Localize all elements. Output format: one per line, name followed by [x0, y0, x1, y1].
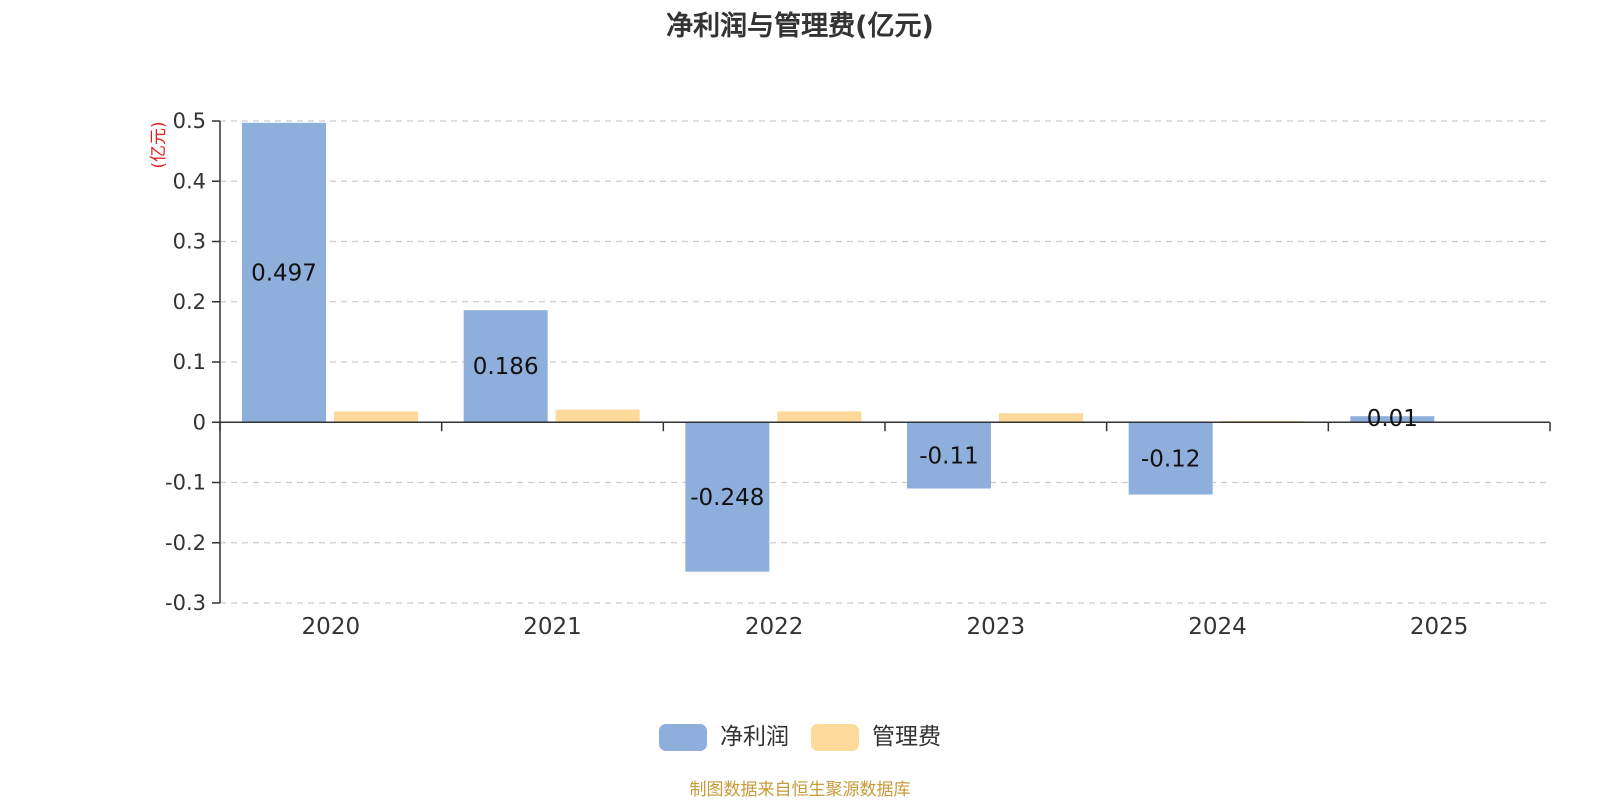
- x-tick-label: 2022: [745, 614, 804, 640]
- data-label: 0.186: [473, 354, 539, 380]
- y-tick-label: 0.1: [173, 350, 206, 374]
- y-tick-label: 0: [193, 410, 206, 434]
- data-label: -0.12: [1141, 446, 1201, 472]
- y-tick-label: -0.3: [165, 591, 206, 615]
- axes: 0.5 0.4 0.3 0.2 0.1 0 -0.1 -0.2 -0.3 2020 2021 2022…: [165, 109, 1551, 640]
- data-label: 0.497: [251, 261, 317, 287]
- y-tick-label: 0.5: [173, 109, 206, 133]
- data-label: -0.11: [919, 443, 979, 469]
- chart-title: 净利润与管理费(亿元): [666, 11, 934, 42]
- bar-0-2020: [242, 122, 326, 423]
- x-tick-label: 2023: [967, 614, 1026, 640]
- legend: 净利润 管理费: [659, 724, 941, 751]
- y-tick-label: 0.4: [173, 169, 206, 193]
- y-tick-label: 0.3: [173, 230, 206, 254]
- y-tick-label: 0.2: [173, 290, 206, 314]
- x-tick-label: 2020: [302, 614, 361, 640]
- data-labels: 0.497 0.186 -0.248 -0.11 -0.12 0.01: [251, 261, 1418, 511]
- bar-0-2023: [907, 422, 991, 489]
- data-label: 0.01: [1367, 406, 1418, 432]
- bar-1-2020: [334, 411, 418, 423]
- gridlines: [220, 120, 1550, 604]
- y-tick-label: -0.2: [165, 531, 206, 555]
- legend-label: 管理费: [872, 724, 941, 750]
- legend-swatch: [659, 724, 707, 751]
- y-axis-label: (亿元): [149, 121, 169, 168]
- bar-1-2021: [555, 409, 640, 423]
- bar-0-2022: [685, 422, 770, 572]
- bar-1-2023: [999, 413, 1083, 423]
- legend-swatch: [811, 724, 859, 751]
- legend-label: 净利润: [720, 724, 789, 750]
- x-tick-label: 2021: [523, 614, 582, 640]
- y-tick-label: -0.1: [165, 471, 206, 495]
- bars: [242, 122, 1435, 572]
- bar-1-2022: [777, 411, 862, 423]
- data-label: -0.248: [690, 485, 764, 511]
- bar-0-2025: [1350, 416, 1435, 423]
- source-note: 制图数据来自恒生聚源数据库: [689, 780, 911, 800]
- bar-0-2024: [1128, 422, 1213, 495]
- x-tick-label: 2024: [1188, 614, 1247, 640]
- x-tick-label: 2025: [1410, 614, 1469, 640]
- bar-0-2021: [463, 310, 548, 423]
